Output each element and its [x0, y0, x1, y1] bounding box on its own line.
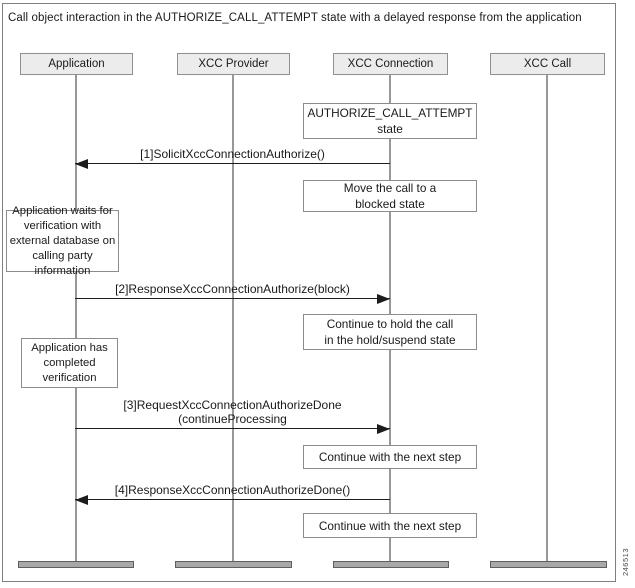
note-application-completed-verification: Application has completed verification	[21, 338, 118, 388]
diagram-border	[2, 3, 616, 582]
message-label: [4]ResponseXccConnectionAuthorizeDone()	[114, 483, 351, 497]
arrowhead-left-icon	[75, 494, 88, 505]
message-label: [3]RequestXccConnectionAuthorizeDone (co…	[123, 398, 342, 426]
note-continue-next-step-1: Continue with the next step	[303, 445, 477, 469]
note-move-call-blocked-state: Move the call to a blocked state	[303, 180, 477, 212]
message-response-xcc-connection-authorize-done: [4]ResponseXccConnectionAuthorizeDone()	[75, 483, 390, 505]
lifeline-end-bar-xcc-call	[490, 561, 607, 568]
note-authorize-call-attempt-state: AUTHORIZE_CALL_ATTEMPT state	[303, 103, 477, 139]
lifeline-header-xcc-connection: XCC Connection	[333, 53, 448, 75]
message-solicit-xcc-connection-authorize: [1]SolicitXccConnectionAuthorize()	[75, 147, 390, 169]
arrowhead-left-icon	[75, 158, 88, 169]
message-request-xcc-connection-authorize-done: [3]RequestXccConnectionAuthorizeDone (co…	[75, 398, 390, 434]
figure-number: 246513	[621, 548, 630, 577]
diagram-title: Call object interaction in the AUTHORIZE…	[8, 12, 582, 24]
message-label: [2]ResponseXccConnectionAuthorize(block)	[115, 282, 350, 296]
lifeline-end-bar-application	[18, 561, 134, 568]
lifeline-end-bar-xcc-provider	[175, 561, 292, 568]
message-line	[75, 499, 390, 501]
arrowhead-right-icon	[377, 423, 390, 434]
arrowhead-right-icon	[377, 293, 390, 304]
message-line	[75, 298, 390, 300]
message-line	[75, 428, 390, 430]
lifeline-end-bar-xcc-connection	[333, 561, 449, 568]
lifeline-application	[75, 75, 77, 562]
message-line	[75, 163, 390, 165]
note-continue-hold-suspend-state: Continue to hold the call in the hold/su…	[303, 314, 477, 350]
lifeline-xcc-provider	[232, 75, 234, 562]
lifeline-header-xcc-provider: XCC Provider	[177, 53, 290, 75]
note-application-waits-verification: Application waits for verification with …	[6, 205, 119, 277]
lifeline-xcc-call	[546, 75, 548, 562]
note-continue-next-step-2: Continue with the next step	[303, 513, 477, 538]
message-label: [1]SolicitXccConnectionAuthorize()	[140, 147, 325, 161]
message-response-xcc-connection-authorize-block: [2]ResponseXccConnectionAuthorize(block)	[75, 282, 390, 304]
lifeline-header-application: Application	[20, 53, 133, 75]
lifeline-header-xcc-call: XCC Call	[490, 53, 605, 75]
